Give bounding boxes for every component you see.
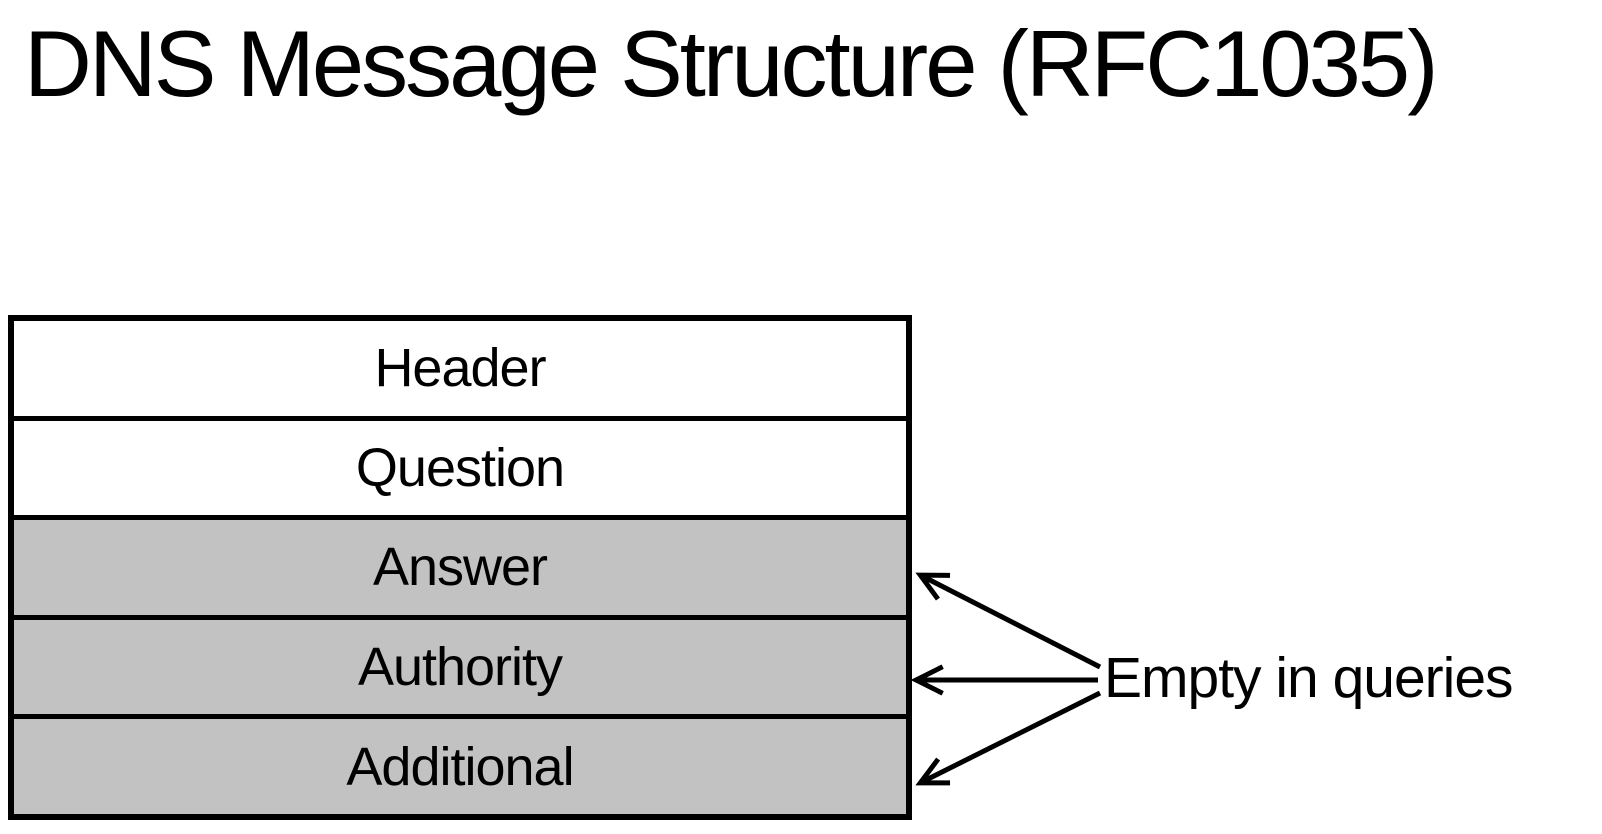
section-label-header: Header xyxy=(374,338,546,399)
section-label-authority: Authority xyxy=(357,637,563,698)
section-label-answer: Answer xyxy=(372,537,548,598)
section-label-additional: Additional xyxy=(346,736,574,797)
section-label-question: Question xyxy=(355,437,565,498)
slide-title: DNS Message Structure (RFC1035) xyxy=(24,11,1439,116)
message-section-additional: Additional xyxy=(14,714,906,814)
message-section-answer: Answer xyxy=(14,515,906,615)
message-section-question: Question xyxy=(14,415,906,516)
empty-in-queries-label: Empty in queries xyxy=(1104,646,1514,710)
arrow-to-answer xyxy=(915,572,1102,670)
message-section-header: Header xyxy=(14,321,906,416)
dns-message-box: Header Question Answer Authority Additio… xyxy=(8,315,912,820)
arrow-to-additional xyxy=(915,690,1102,786)
message-section-authority: Authority xyxy=(14,614,906,715)
